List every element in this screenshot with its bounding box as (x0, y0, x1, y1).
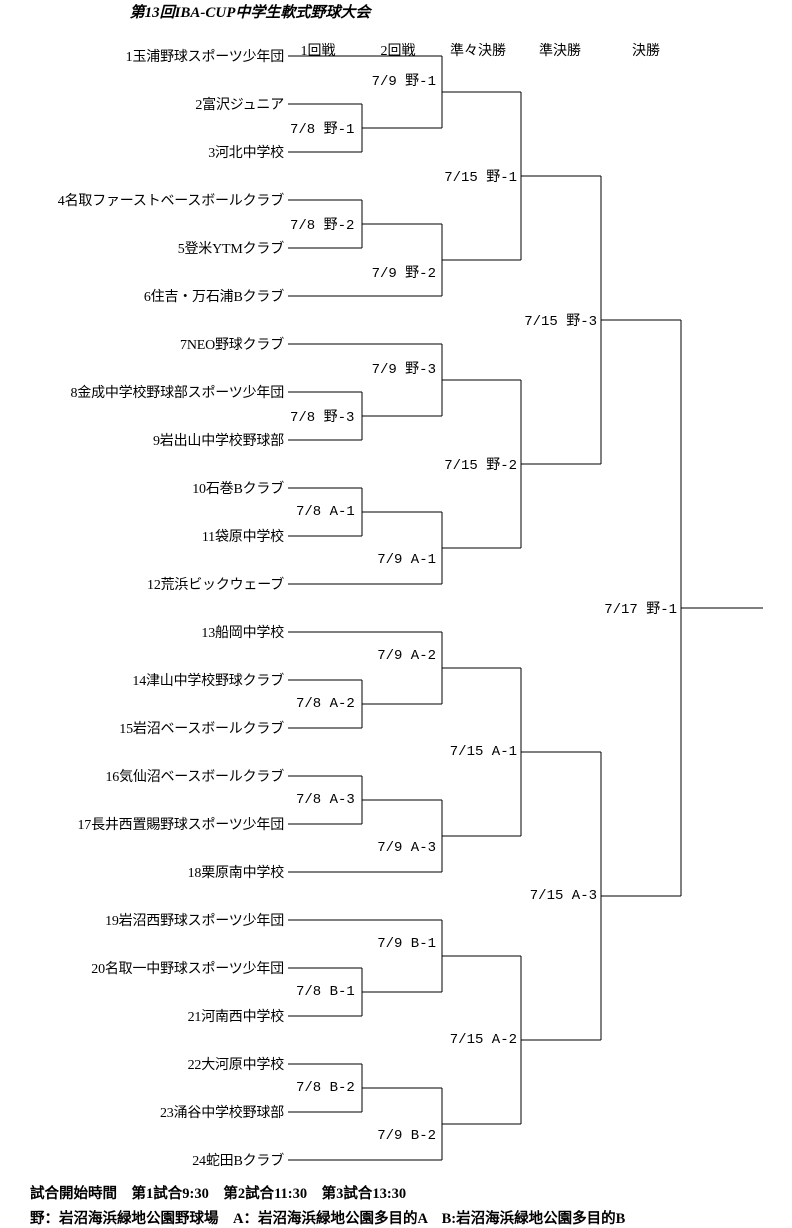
match-label-r2-3: 7/9 野-3 (371, 362, 436, 378)
team-entry-17: 17長井西置賜野球スポーツ少年団 (77, 818, 284, 833)
match-label-r1-3: 7/8 野-3 (290, 410, 355, 426)
match-label-qf-2: 7/15 野-2 (444, 458, 517, 474)
team-entry-10: 10石巻Bクラブ (192, 482, 284, 497)
team-entry-19: 19岩沼西野球スポーツ少年団 (105, 914, 284, 929)
team-entry-23: 23涌谷中学校野球部 (160, 1106, 284, 1121)
round-header-2: 2回戦 (380, 44, 416, 59)
team-entry-11: 11袋原中学校 (201, 530, 284, 545)
match-label-r2-5: 7/9 A-2 (377, 648, 436, 664)
match-label-r1-6: 7/8 A-3 (296, 792, 355, 808)
match-label-qf-1: 7/15 野-1 (444, 170, 517, 186)
team-entry-1: 1玉浦野球スポーツ少年団 (125, 50, 285, 65)
team-entry-24: 24蛇田Bクラブ (192, 1154, 284, 1169)
team-entry-14: 14津山中学校野球クラブ (132, 674, 284, 689)
match-label-r2-2: 7/9 野-2 (371, 266, 436, 282)
team-entry-15: 15岩沼ベースボールクラブ (119, 722, 284, 737)
team-entry-20: 20名取一中野球スポーツ少年団 (91, 962, 284, 977)
page-title: 第13回IBA-CUP中学生軟式野球大会 (129, 5, 371, 21)
team-entry-7: 7NEO野球クラブ (180, 338, 284, 353)
team-entry-18: 18栗原南中学校 (187, 866, 285, 881)
match-label-qf-3: 7/15 A-1 (449, 744, 517, 760)
match-label-r2-6: 7/9 A-3 (377, 840, 436, 856)
match-label-r2-8: 7/9 B-2 (377, 1128, 436, 1144)
footer-start-times: 試合開始時間 第1試合9:30 第2試合11:30 第3試合13:30 (30, 1186, 407, 1202)
team-entry-5: 5登米YTMクラブ (177, 242, 285, 257)
match-label-r2-1: 7/9 野-1 (371, 74, 436, 90)
team-entry-16: 16気仙沼ベースボールクラブ (105, 770, 285, 785)
team-entry-22: 22大河原中学校 (187, 1058, 285, 1073)
match-label-r1-8: 7/8 B-2 (296, 1080, 355, 1096)
team-entry-2: 2富沢ジュニア (195, 98, 284, 113)
team-entry-9: 9岩出山中学校野球部 (153, 434, 284, 449)
team-entry-6: 6住吉・万石浦Bクラブ (143, 290, 284, 305)
round-header-4: 準決勝 (539, 44, 581, 59)
team-entry-21: 21河南西中学校 (187, 1010, 285, 1025)
match-label-sf-1: 7/15 野-3 (524, 314, 597, 330)
team-entry-4: 4名取ファーストベースボールクラブ (57, 194, 284, 209)
team-entry-13: 13船岡中学校 (201, 626, 284, 641)
round-header-5: 決勝 (632, 44, 660, 59)
match-label-sf-2: 7/15 A-3 (529, 888, 597, 904)
team-entry-8: 8金成中学校野球部スポーツ少年団 (70, 386, 284, 401)
match-label-r1-2: 7/8 野-2 (290, 218, 355, 234)
match-label-qf-4: 7/15 A-2 (449, 1032, 517, 1048)
footer-venues: 野：岩沼海浜緑地公園野球場 A：岩沼海浜緑地公園多目的A B:岩沼海浜緑地公園多… (30, 1211, 626, 1227)
round-header-1: 1回戦 (300, 44, 336, 59)
match-label-r1-4: 7/8 A-1 (296, 504, 355, 520)
match-label-r1-5: 7/8 A-2 (296, 696, 355, 712)
team-entry-3: 3河北中学校 (208, 146, 284, 161)
match-label-r1-7: 7/8 B-1 (296, 984, 355, 1000)
match-label-r2-7: 7/9 B-1 (377, 936, 436, 952)
match-label-r1-1: 7/8 野-1 (290, 122, 355, 138)
match-label-final: 7/17 野-1 (604, 602, 677, 618)
team-entry-12: 12荒浜ビックウェーブ (147, 578, 284, 593)
round-header-3: 準々決勝 (450, 44, 506, 59)
match-label-r2-4: 7/9 A-1 (377, 552, 436, 568)
